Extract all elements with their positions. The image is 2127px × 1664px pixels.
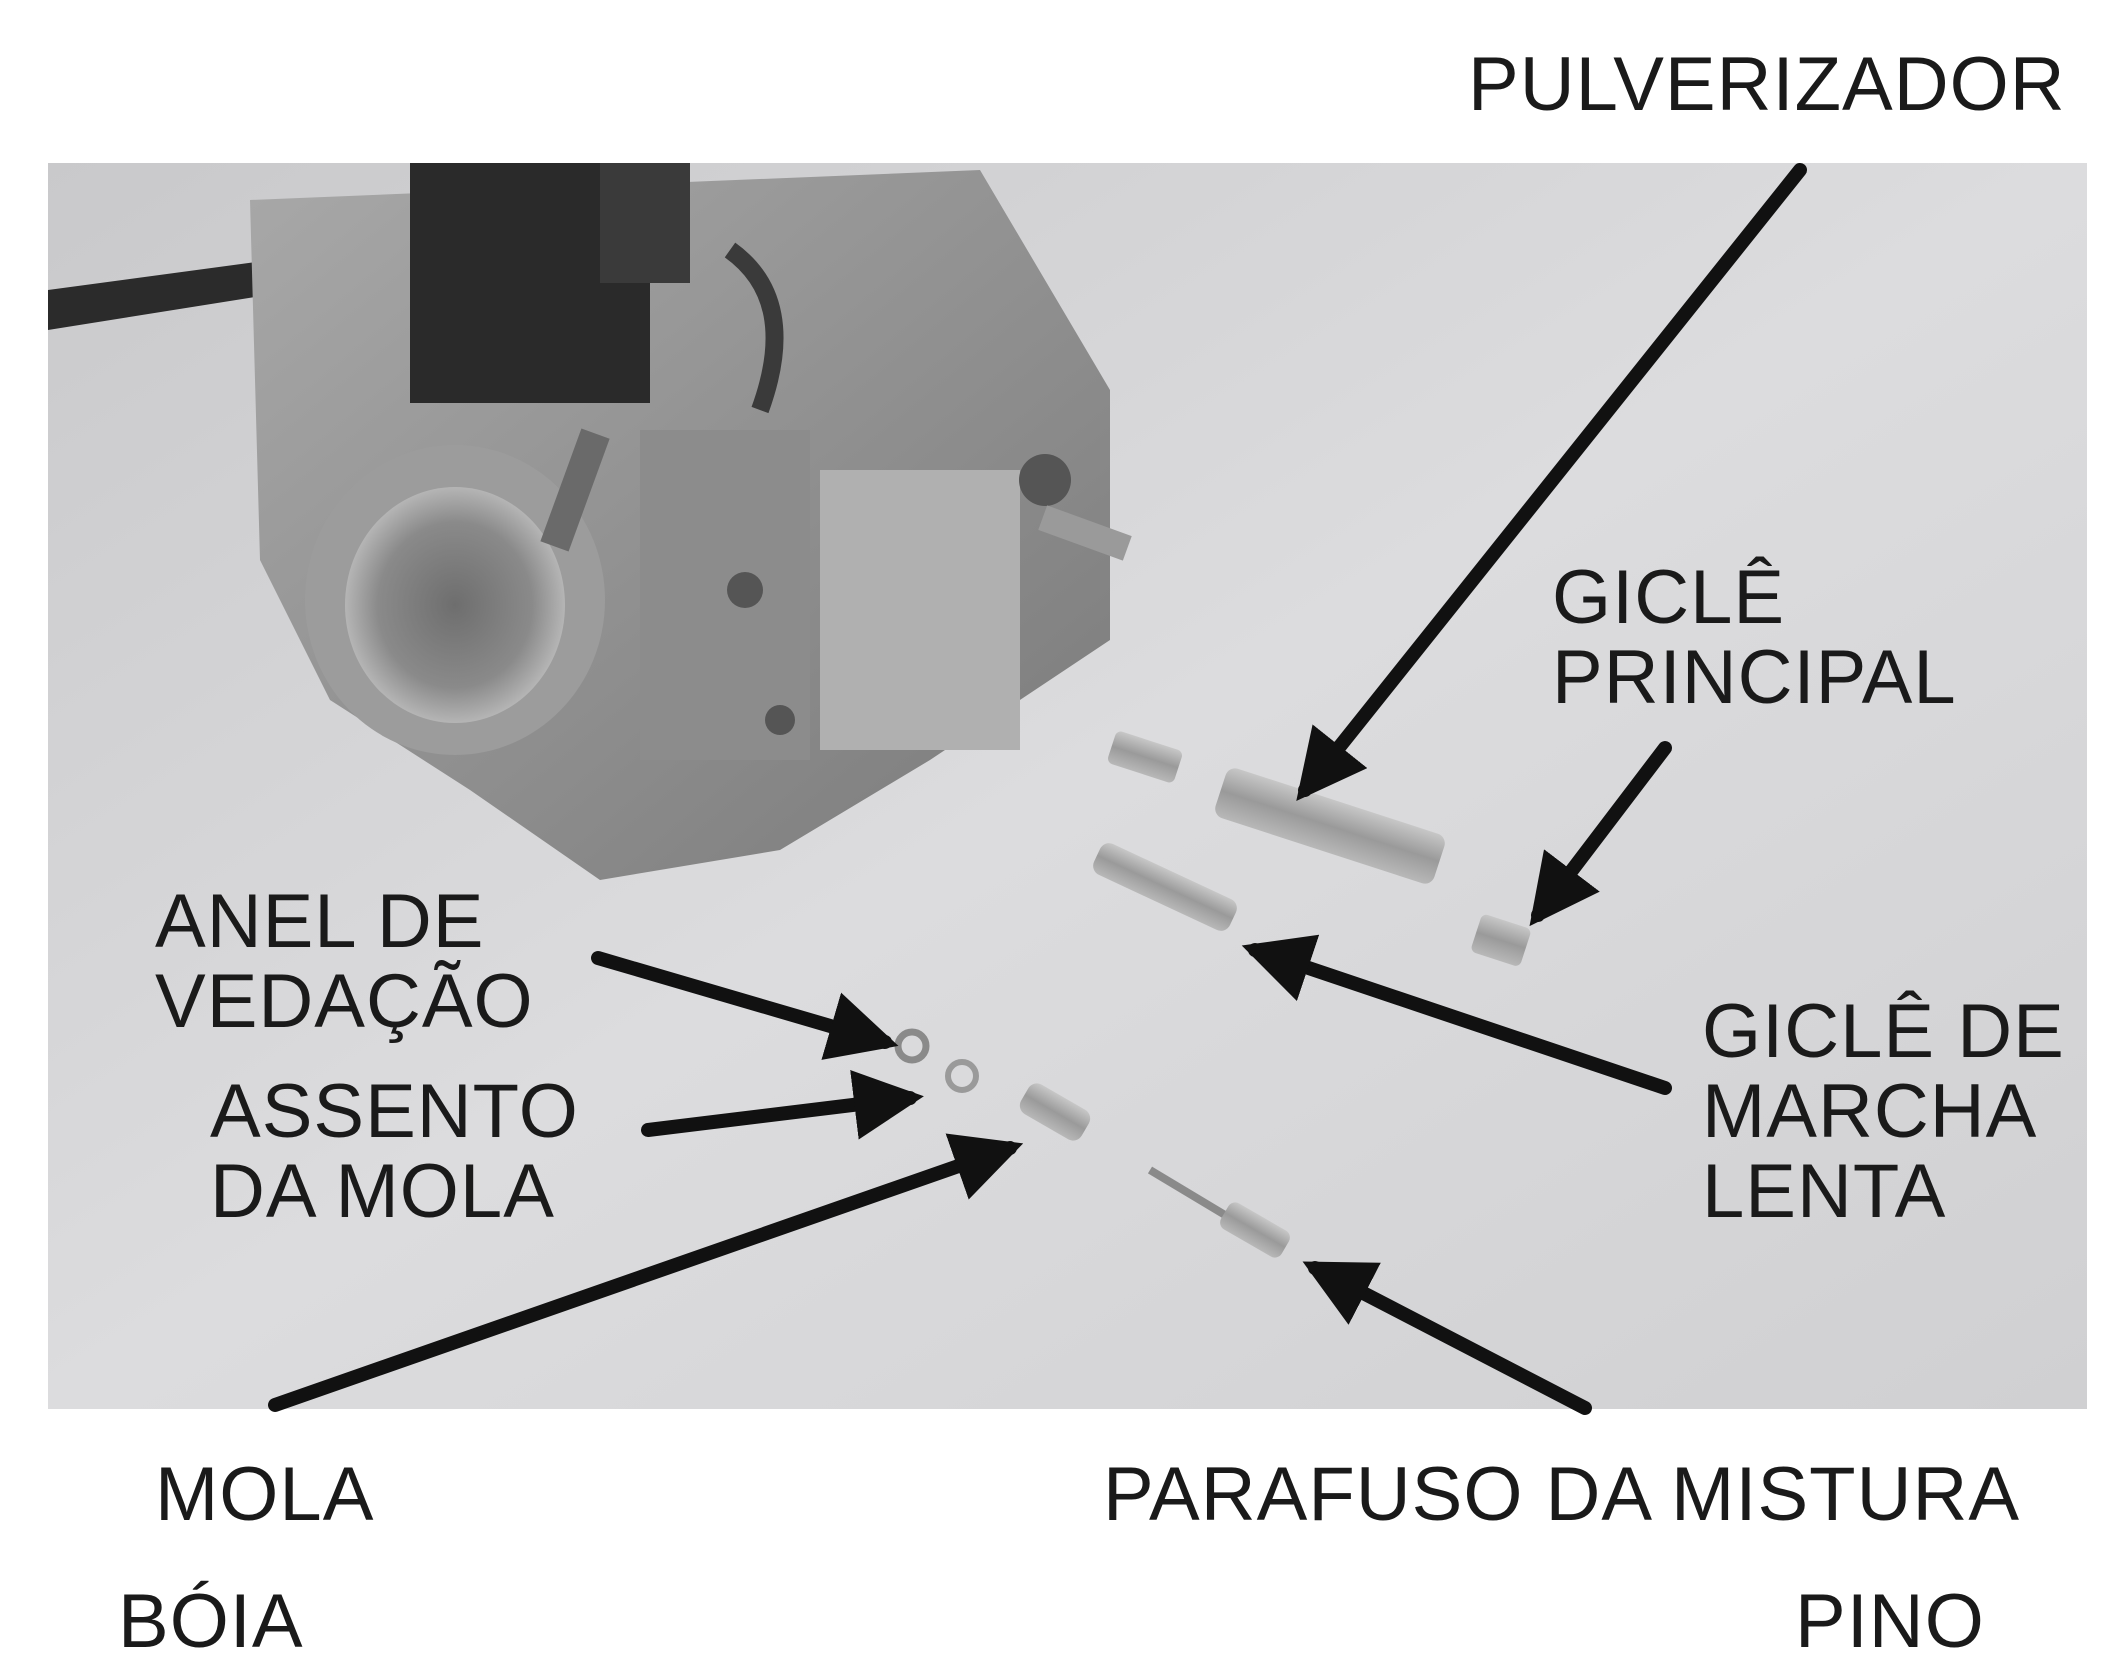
label-pulverizador: PULVERIZADOR <box>1468 42 2066 127</box>
label-assento-da-mola: ASSENTO DA MOLA <box>210 1069 579 1234</box>
carburetor-body <box>48 163 1132 880</box>
arrow-mola <box>268 1133 1024 1412</box>
arrow-gicle-marcha-lenta <box>1241 934 1672 1095</box>
arrow-pulverizador <box>1296 163 1807 801</box>
label-gicle-principal: GICLÊ PRINCIPAL <box>1552 555 1957 720</box>
label-parafuso-da-mistura: PARAFUSO DA MISTURA <box>1103 1452 2021 1537</box>
label-boia: BÓIA <box>118 1579 304 1664</box>
label-mola: MOLA <box>155 1452 375 1537</box>
arrow-assento-mola <box>641 1070 924 1140</box>
label-anel-de-vedacao: ANEL DE VEDAÇÃO <box>155 879 534 1044</box>
carburetor-parts <box>894 731 1531 1258</box>
arrow-anel-vedacao <box>591 951 899 1060</box>
label-gicle-de-marcha-lenta: GICLÊ DE MARCHA LENTA <box>1702 989 2065 1234</box>
label-pino: PINO <box>1795 1579 1985 1664</box>
arrow-parafuso-mistura <box>1302 1261 1592 1415</box>
arrows <box>268 163 1807 1415</box>
arrow-gicle-principal <box>1529 741 1672 927</box>
